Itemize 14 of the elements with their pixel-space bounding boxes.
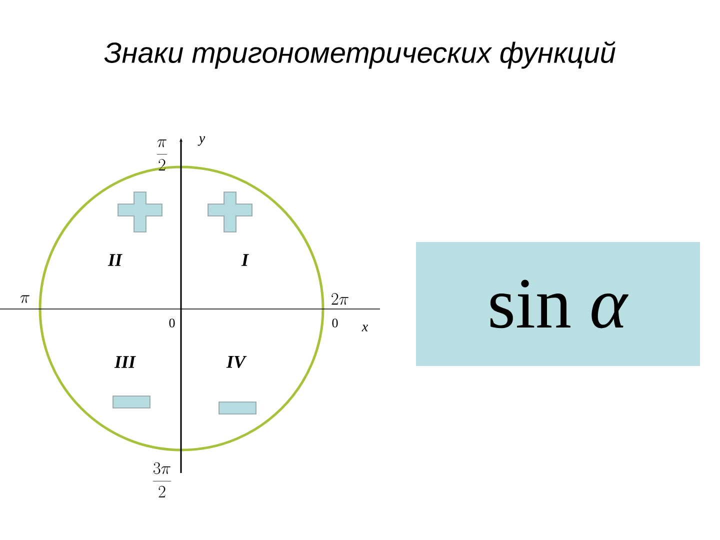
function-box: sin α — [416, 242, 700, 366]
quadrant-label: I — [241, 254, 250, 266]
angle-label: $\frac{3\pi}{2}$ — [152, 462, 172, 498]
quadrant-label: II — [108, 254, 123, 266]
angle-label: $\pi$ — [20, 295, 30, 303]
angle-label: $2\pi$ — [332, 293, 348, 305]
angle-label: 0 — [332, 318, 338, 328]
axis-label: y — [198, 136, 206, 146]
quadrant-label: III — [114, 356, 136, 368]
quadrant-label: IV — [226, 356, 247, 368]
title: Знаки тригонометрических функций — [104, 41, 616, 69]
angle-label: $\frac{\pi}{2}$ — [156, 140, 168, 170]
angle-label: 0 — [169, 318, 175, 328]
axis-label: x — [362, 324, 368, 332]
